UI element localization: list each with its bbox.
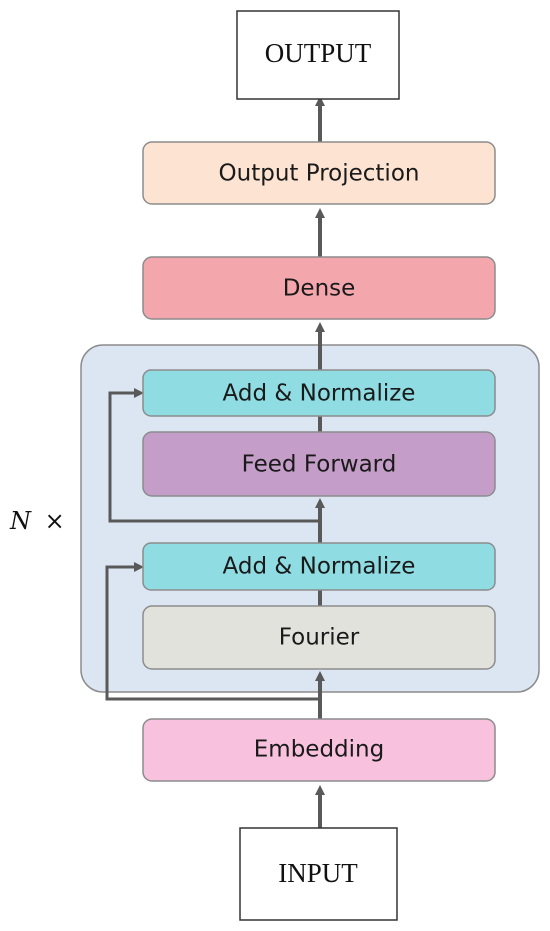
output-label: OUTPUT [265, 38, 372, 68]
fourier-label: Fourier [279, 625, 360, 651]
input-label: INPUT [278, 858, 358, 888]
embedding-block: Embedding [142, 718, 496, 782]
feed-forward-label: Feed Forward [242, 452, 397, 478]
residual-bottom [105, 562, 320, 701]
repeat-times: × [45, 507, 65, 535]
input-node: INPUT [239, 827, 398, 921]
fourier-block: Fourier [142, 605, 496, 670]
add-normalize-bottom-label: Add & Normalize [223, 554, 416, 580]
embedding-label: Embedding [254, 737, 384, 763]
output-projection-block: Output Projection [142, 141, 496, 205]
output-node: OUTPUT [236, 10, 400, 100]
feed-forward-block: Feed Forward [142, 431, 496, 497]
output-projection-label: Output Projection [219, 161, 420, 187]
repeat-count-label: N × [9, 507, 65, 535]
add-normalize-bottom-block: Add & Normalize [142, 542, 496, 591]
dense-block: Dense [142, 256, 496, 320]
add-normalize-top-block: Add & Normalize [142, 369, 496, 417]
add-normalize-top-label: Add & Normalize [223, 381, 416, 407]
repeat-n: N [9, 507, 32, 535]
residual-connections [105, 388, 320, 701]
dense-label: Dense [283, 276, 356, 302]
residual-top [108, 388, 320, 523]
